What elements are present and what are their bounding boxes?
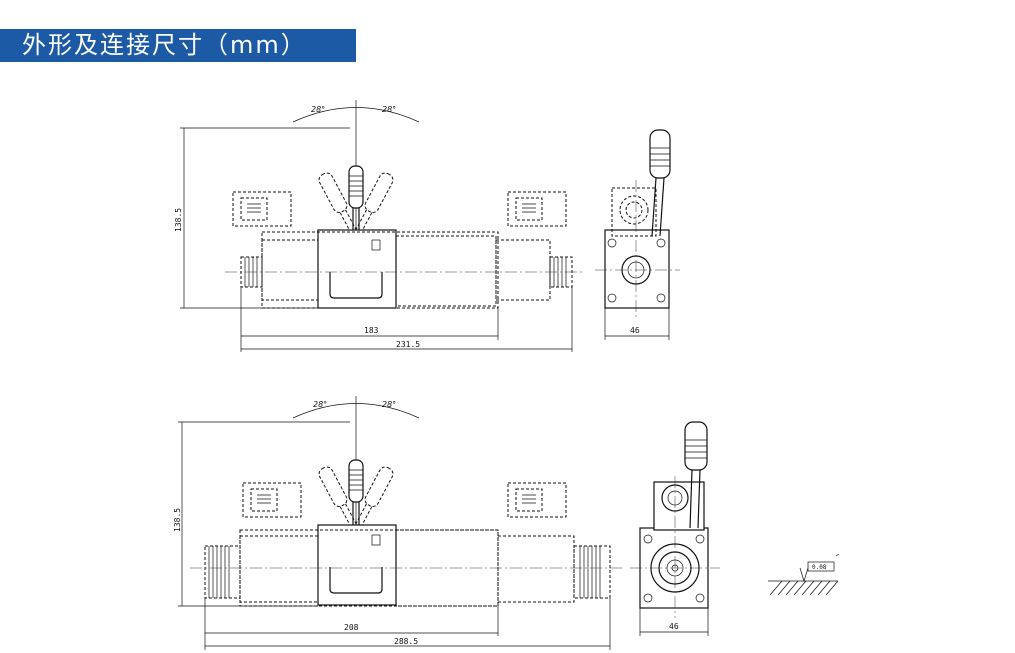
side-width-label-2: 46	[669, 622, 679, 631]
angle-left-label-2: 28°	[313, 400, 327, 409]
section-title-bar: 外形及连接尺寸（mm）	[0, 29, 356, 62]
side-view-bottom: 46	[630, 421, 720, 636]
roughness-label: 0.08	[812, 564, 827, 571]
width-inner-label: 183	[364, 326, 379, 335]
side-view-top: 46	[595, 129, 680, 340]
front-view-bottom: 28° 28° 138.5 208 288.5	[173, 396, 625, 650]
height-dim-label: 138.5	[174, 208, 183, 232]
angle-right-label: 28°	[382, 105, 396, 114]
height-dim-label-2: 138.5	[173, 508, 182, 532]
width-inner-label-2: 208	[344, 623, 359, 632]
angle-left-label: 28°	[311, 105, 325, 114]
front-view-top: 28° 28° 138.5	[174, 100, 585, 352]
width-total-label: 231.5	[396, 340, 420, 349]
width-total-label-2: 288.5	[394, 637, 418, 646]
surface-finish-symbol: 0.08	[768, 553, 840, 596]
section-title: 外形及连接尺寸（mm）	[22, 31, 307, 59]
side-width-label: 46	[630, 326, 640, 335]
angle-right-label-2: 28°	[382, 400, 396, 409]
